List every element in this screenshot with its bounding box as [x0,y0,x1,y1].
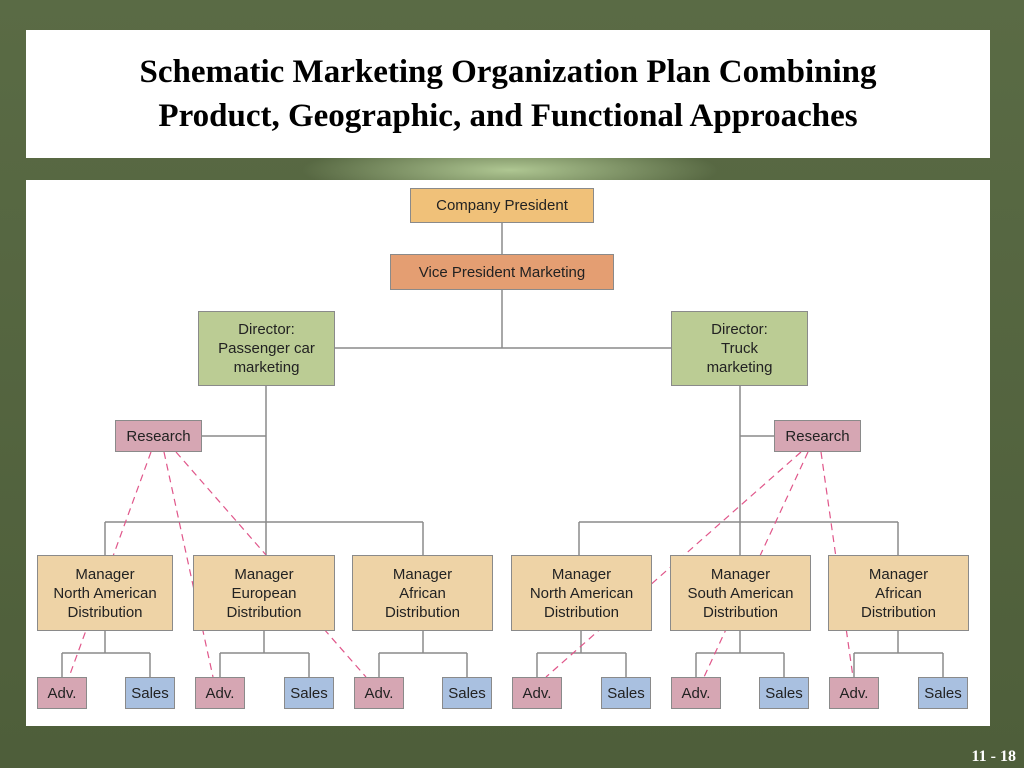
dashed-research-link [175,451,267,556]
president-box: Company President [410,188,594,223]
president-label: Company President [436,197,568,214]
sales-label: Sales [448,684,486,702]
manager-label-line: Distribution [384,603,461,621]
manager-label-line: Distribution [226,603,302,621]
dashed-research-link [163,451,214,678]
adv-box: Adv. [512,677,562,709]
manager-label-line: African [875,584,922,602]
manager-european-distribution-box: Manager European Distribution [193,555,335,631]
adv-box: Adv. [829,677,879,709]
manager-african-distribution-box: Manager African Distribution [828,555,969,631]
sales-label: Sales [131,684,169,702]
adv-box: Adv. [354,677,404,709]
slide-title: Schematic Marketing Organization Plan Co… [140,50,877,138]
manager-label-line: North American [53,584,157,602]
org-chart-connectors [61,223,944,678]
director-truck-box: Director: Truck marketing [671,311,808,386]
manager-north-american-distribution-box: Manager North American Distribution [37,555,173,631]
adv-label: Adv. [839,684,869,702]
sales-box: Sales [918,677,968,709]
director-label-line: Director: [711,321,768,338]
sales-box: Sales [125,677,175,709]
sales-box: Sales [284,677,334,709]
research-label: Research [785,427,850,445]
manager-label-line: North American [529,584,634,602]
sales-box: Sales [759,677,809,709]
sales-label: Sales [765,684,803,702]
adv-label: Adv. [681,684,711,702]
manager-label-line: Manager [551,565,612,583]
manager-south-american-distribution-box: Manager South American Distribution [670,555,811,631]
manager-label-line: Distribution [860,603,937,621]
director-label-line: Passenger car [218,340,315,357]
director-passenger-car-box: Director: Passenger car marketing [198,311,335,386]
adv-label: Adv. [205,684,235,702]
vice-president-box: Vice President Marketing [390,254,614,290]
adv-box: Adv. [195,677,245,709]
adv-box: Adv. [671,677,721,709]
research-box-passenger: Research [115,420,202,452]
slide-title-line-1: Schematic Marketing Organization Plan Co… [139,54,877,90]
manager-label-line: Distribution [543,603,620,621]
director-label-line: marketing [706,359,773,376]
page-number: 11 - 18 [971,748,1016,765]
adv-label: Adv. [364,684,394,702]
manager-label-line: European [231,584,297,602]
adv-label: Adv. [522,684,552,702]
slide-title-line-2: Product, Geographic, and Functional Appr… [158,98,858,134]
manager-label-line: Manager [868,565,929,583]
director-label-line: Truck [721,340,758,357]
sales-box: Sales [601,677,651,709]
vice-president-label: Vice President Marketing [418,263,586,281]
manager-label-line: Manager [234,565,294,583]
director-label-line: Director: [238,321,295,338]
manager-label-line: African [399,584,446,602]
manager-label-line: Manager [75,565,135,583]
adv-box: Adv. [37,677,87,709]
sales-label: Sales [924,684,962,702]
manager-label-line: Manager [392,565,453,583]
research-box-truck: Research [774,420,861,452]
adv-label: Adv. [47,684,77,702]
manager-label-line: South American [687,584,794,602]
research-label: Research [126,427,191,445]
director-label-line: marketing [233,359,300,376]
org-chart-panel: Company President Vice President Marketi… [26,180,990,726]
manager-label-line: Manager [710,565,771,583]
manager-african-distribution-box: Manager African Distribution [352,555,493,631]
manager-label-line: Distribution [67,603,143,621]
manager-label-line: Distribution [702,603,779,621]
sales-box: Sales [442,677,492,709]
title-panel: Schematic Marketing Organization Plan Co… [26,30,990,158]
dashed-research-link [68,451,152,678]
sales-label: Sales [290,684,328,702]
sales-label: Sales [607,684,645,702]
manager-north-american-distribution-box: Manager North American Distribution [511,555,652,631]
